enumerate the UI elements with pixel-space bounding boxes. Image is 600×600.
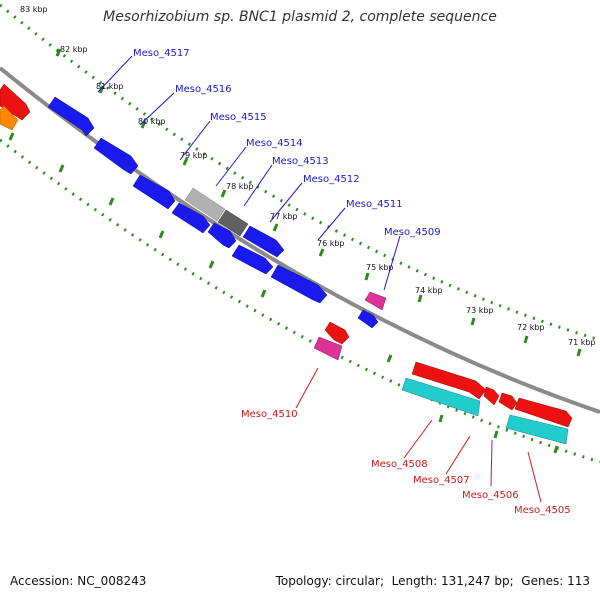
scale-labels: 83 kbp 82 kbp 81 kbp 80 kbp 79 kbp 78 kb… (20, 5, 596, 347)
scale-label: 81 kbp (96, 82, 124, 91)
scale-label: 82 kbp (60, 45, 88, 54)
scale-label: 72 kbp (517, 323, 545, 332)
topology-label: Topology: (275, 574, 332, 588)
gene-label: Meso_4517 (133, 48, 190, 59)
gene-label: Meso_4505 (514, 505, 571, 516)
gene-label: Meso_4511 (346, 199, 403, 210)
scale-label: 73 kbp (466, 306, 494, 315)
sequence-stats: Topology: circular; Length: 131,247 bp; … (275, 574, 590, 588)
gene-label: Meso_4513 (272, 156, 329, 167)
inner-leaders (295, 367, 542, 503)
gene-label: Meso_4516 (175, 84, 232, 95)
gene-meso-4513 (242, 225, 285, 258)
gene-small-blue (357, 309, 379, 329)
backbone-arc (0, 66, 600, 414)
gene-cyan-2 (505, 414, 569, 445)
scale-label: 77 kbp (270, 212, 298, 221)
gene-meso-4507 (483, 386, 500, 406)
gene-label: Meso_4507 (413, 475, 470, 486)
gene-label: Meso_4506 (462, 490, 519, 501)
gene-meso-4510 (313, 336, 343, 361)
accession-info: Accession: NC_008243 (10, 574, 146, 588)
outer-labels: Meso_4517 Meso_4516 Meso_4515 Meso_4514 … (133, 48, 441, 238)
scale-label: 74 kbp (415, 286, 443, 295)
page-title: Mesorhizobium sp. BNC1 plasmid 2, comple… (103, 9, 497, 25)
gene-meso-4515 (132, 174, 176, 210)
accession-value: NC_008243 (77, 574, 147, 588)
accession-label: Accession: (10, 574, 74, 588)
scale-label: 80 kbp (138, 117, 166, 126)
genes-value: 113 (567, 574, 590, 588)
gene-meso-4506 (498, 392, 518, 411)
gene-label: Meso_4508 (371, 459, 428, 470)
outer-leaders (97, 55, 401, 291)
gene-meso-4514 (171, 202, 211, 234)
scale-label: 71 kbp (568, 338, 596, 347)
left-edge-genes (0, 83, 31, 131)
gene-grey (184, 187, 226, 222)
gene-meso-4505 (514, 397, 573, 428)
gene-cyan-1 (401, 377, 481, 417)
scale-label: 78 kbp (226, 182, 254, 191)
length-label: Length: (391, 574, 438, 588)
gene-pink-top (364, 291, 387, 311)
scale-label: 76 kbp (317, 239, 345, 248)
gene-label: Meso_4514 (246, 138, 303, 149)
gene-red-small (324, 321, 350, 345)
gene-label: Meso_4515 (210, 112, 267, 123)
genes-label: Genes: (521, 574, 564, 588)
gene-meso-4516 (93, 137, 139, 175)
outer-ticks (55, 48, 582, 357)
scale-label: 83 kbp (20, 5, 48, 14)
length-value: 131,247 bp (440, 574, 510, 588)
gene-meso-4514b (207, 222, 237, 249)
gene-meso-4511 (270, 264, 328, 304)
gene-label: Meso_4509 (384, 227, 441, 238)
scale-label: 79 kbp (180, 151, 208, 160)
gene-meso-4517 (47, 96, 95, 137)
gene-label: Meso_4512 (303, 174, 360, 185)
inner-labels: Meso_4510 Meso_4508 Meso_4507 Meso_4506 … (241, 409, 571, 516)
gene-label: Meso_4510 (241, 409, 298, 420)
topology-value: circular (335, 574, 380, 588)
gene-left-red (0, 83, 31, 121)
gene-dark-grey (217, 209, 249, 237)
gene-left-orange (0, 105, 19, 131)
forward-genes (47, 96, 379, 329)
scale-label: 75 kbp (366, 263, 394, 272)
gene-meso-4512 (231, 244, 274, 275)
reverse-genes (313, 291, 573, 445)
inner-scale-arc (0, 138, 600, 464)
